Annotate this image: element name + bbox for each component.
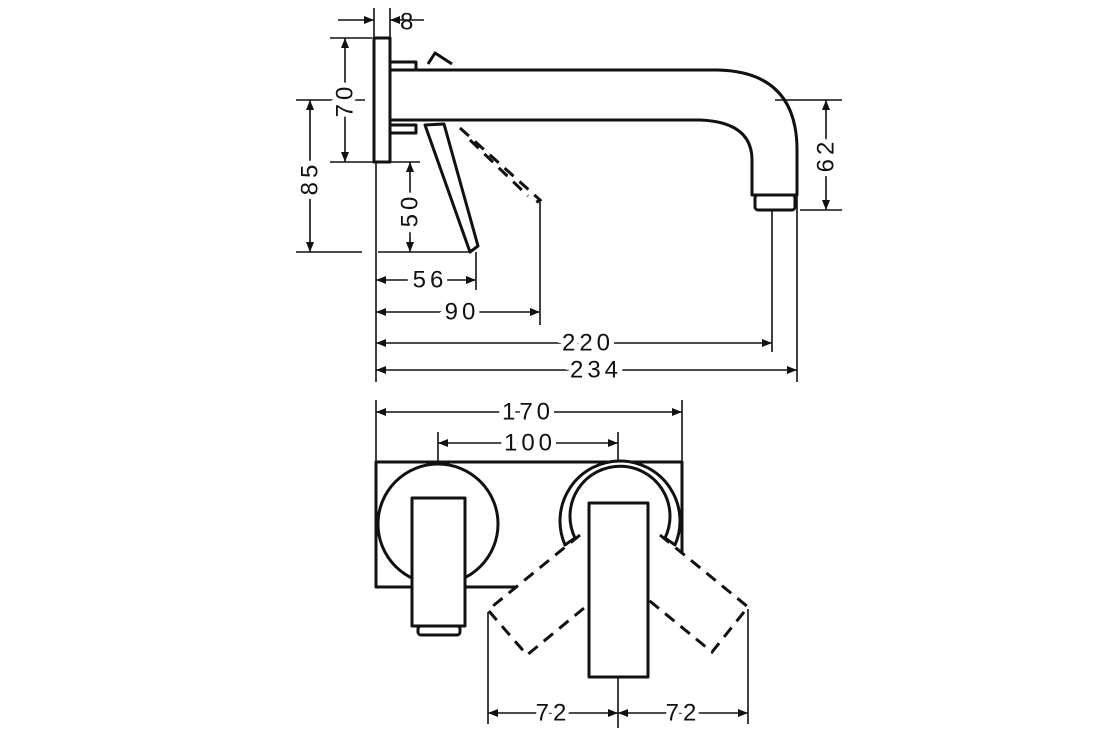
dimension-62: 62	[808, 100, 845, 210]
dimension-label: 50	[397, 193, 424, 228]
dimension-170: 170	[376, 394, 682, 431]
lever-handle	[423, 122, 480, 254]
handle-rosette-arc	[558, 459, 682, 547]
dimension-50: 50	[392, 162, 429, 252]
dimension-label: 220	[562, 330, 614, 357]
lower-mount-tab	[388, 123, 418, 135]
dimension-label: 70	[332, 83, 359, 118]
spout-aerator-front	[416, 624, 462, 637]
front-view: 170 100 72 72	[374, 394, 751, 732]
lever-handle-open-dashed	[458, 126, 543, 207]
side-view: 8 70 85 50 62 56 90 220	[292, 8, 845, 389]
dimension-plate-thickness: 8	[338, 9, 424, 36]
dimension-72-left: 72	[488, 695, 618, 732]
lever-top-nub	[426, 51, 453, 66]
dimension-label: 8	[400, 9, 413, 36]
dimension-label: 72	[666, 700, 701, 727]
lever-left-open-dashed	[485, 533, 613, 658]
dimension-234: 234	[376, 352, 797, 389]
dimension-label: 56	[413, 267, 448, 294]
front-extension-lines	[375, 400, 749, 728]
dimension-label: 62	[813, 138, 840, 173]
spout-aerator	[753, 193, 797, 212]
handle-lever-front	[587, 501, 650, 679]
dimension-220: 220	[376, 325, 772, 362]
dimension-label: 72	[536, 700, 571, 727]
dimension-label: 85	[297, 161, 324, 196]
dimension-100: 100	[438, 425, 618, 462]
dimension-plate-height: 70	[327, 38, 364, 162]
dimension-label: 170	[502, 399, 554, 426]
dimension-56: 56	[376, 262, 476, 299]
spout-front	[410, 496, 467, 628]
dimension-90: 90	[376, 294, 540, 331]
dimension-85: 85	[292, 100, 329, 252]
wall-plate	[372, 36, 392, 164]
spout-body	[390, 68, 799, 197]
dimension-label: 234	[570, 357, 622, 384]
dimension-label: 90	[445, 299, 480, 326]
dimension-72-right: 72	[618, 695, 748, 732]
dimension-label: 100	[504, 430, 556, 457]
lever-right-open-dashed	[639, 533, 751, 655]
